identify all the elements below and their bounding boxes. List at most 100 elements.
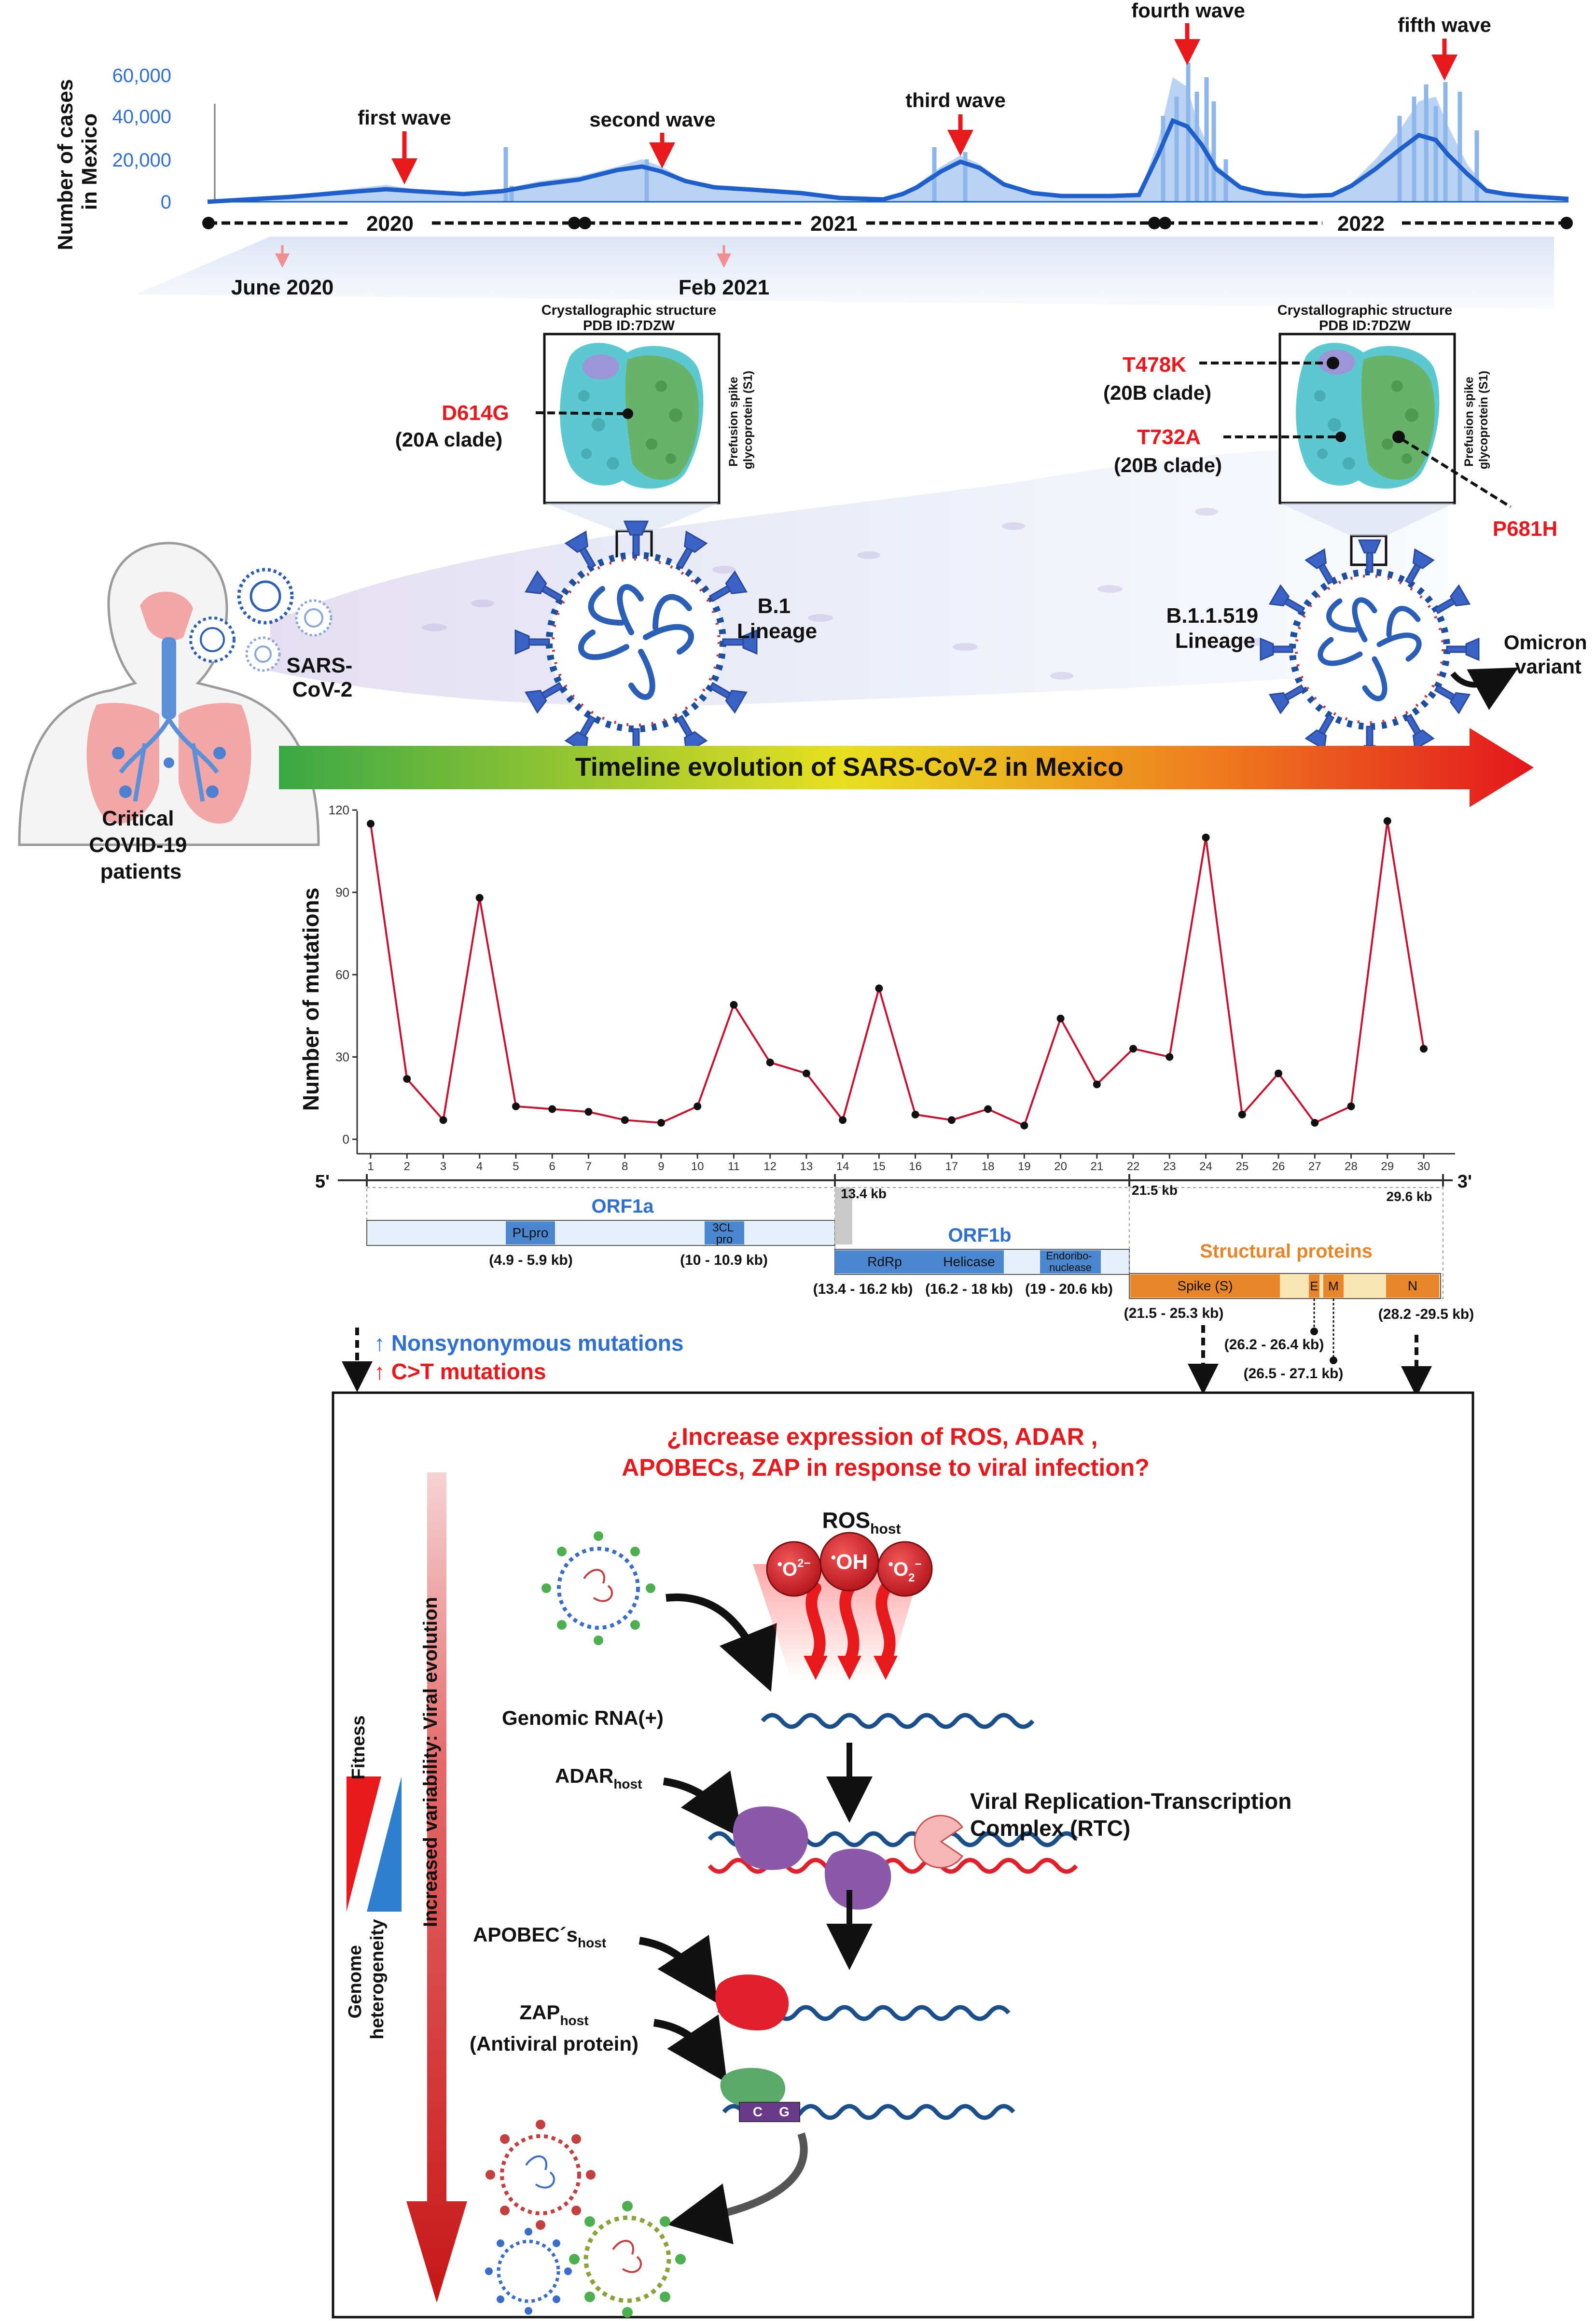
mutation-x-tick-20: 20 xyxy=(1054,1160,1067,1173)
m-range: (26.5 - 27.1 kb) xyxy=(1244,1366,1344,1382)
helicase-label: Helicase xyxy=(943,1254,995,1269)
mutation-point-20 xyxy=(1056,1014,1065,1022)
mutation-point-22 xyxy=(1129,1045,1138,1053)
spike-range: (21.5 - 25.3 kb) xyxy=(1124,1305,1224,1321)
mutation-point-17 xyxy=(947,1116,956,1124)
mutation-point-9 xyxy=(657,1119,665,1127)
mutation-point-5 xyxy=(512,1102,520,1110)
wave-label-fourth: fourth wave xyxy=(1131,0,1245,22)
mutation-point-26 xyxy=(1275,1069,1283,1077)
mutation-x-tick-30: 30 xyxy=(1417,1160,1430,1173)
mutation-point-25 xyxy=(1238,1110,1246,1119)
rtc-enzyme xyxy=(824,1848,891,1910)
mutation-d614g: D614G xyxy=(442,401,509,425)
mutation-x-tick-25: 25 xyxy=(1235,1160,1249,1173)
wave-label-second: second wave xyxy=(589,108,715,131)
adar-arrow xyxy=(663,1770,743,1839)
mutation-point-23 xyxy=(1166,1053,1174,1061)
virus-cloud xyxy=(270,447,1448,706)
endo-range: (19 - 20.6 kb) xyxy=(1025,1281,1113,1297)
mechanism-panel: ¿Increase expression of ROS, ADAR , APOB… xyxy=(332,1391,1474,2319)
clade-20a: (20A clade) xyxy=(395,428,503,451)
mechanism-question: ¿Increase expression of ROS, ADAR , APOB… xyxy=(622,1423,1150,1481)
e-leader-dot xyxy=(1310,1328,1318,1335)
mutation-point-4 xyxy=(475,894,484,902)
mutation-point-28 xyxy=(1347,1102,1355,1110)
entry-arrow xyxy=(666,1593,777,1692)
structure-right-title1: Crystallographic structure xyxy=(1277,303,1453,318)
mutation-x-tick-27: 27 xyxy=(1308,1160,1321,1173)
mutation-x-tick-22: 22 xyxy=(1127,1160,1140,1173)
progeny-arrow xyxy=(667,2132,808,2245)
mutation-x-tick-17: 17 xyxy=(945,1160,958,1173)
mutation-point-14 xyxy=(839,1116,847,1124)
mutation-point-2 xyxy=(403,1075,411,1083)
mutation-x-tick-4: 4 xyxy=(476,1160,483,1173)
mutation-x-tick-23: 23 xyxy=(1163,1160,1176,1173)
zap-arrow xyxy=(653,2014,727,2083)
mutation-point-10 xyxy=(694,1102,702,1110)
structure-right-side-label: Prefusion spike glycoprotein (S1) xyxy=(1462,371,1490,469)
cg-cg-box xyxy=(739,2102,800,2122)
structure-left-title1: Crystallographic structure xyxy=(541,303,717,318)
lineage-b11519: B.1.1.519 Lineage xyxy=(1166,604,1264,653)
n-label: N xyxy=(1408,1278,1417,1293)
orf1a-bar xyxy=(366,1220,835,1246)
year-label-2020: 2020 xyxy=(366,212,414,236)
3clpro-label: 3CL pro xyxy=(712,1221,736,1246)
mutation-x-tick-11: 11 xyxy=(728,1160,740,1173)
sars-cov-2-label: SARS- CoV-2 xyxy=(286,654,358,701)
e-box xyxy=(1309,1274,1319,1298)
e-label: E xyxy=(1310,1279,1318,1293)
mutation-point-30 xyxy=(1420,1045,1428,1053)
mutation-x-tick-8: 8 xyxy=(622,1160,628,1173)
ros-arrowheads xyxy=(804,1656,898,1680)
ros-superoxide2-ball xyxy=(877,1541,933,1597)
year-label-2021: 2021 xyxy=(810,212,858,236)
incoming-virion xyxy=(541,1531,655,1645)
kb-13-4: 13.4 kb xyxy=(841,1186,887,1201)
omicron-arrow xyxy=(1450,667,1519,710)
virion-b11519-spikes xyxy=(1260,539,1480,759)
mutation-x-tick-7: 7 xyxy=(585,1160,592,1173)
year-timeline-dots xyxy=(202,217,1573,229)
zoom-projection xyxy=(135,237,1554,309)
epi-curve-panel: Number of cases in Mexico 60,000 40,000 … xyxy=(54,0,1573,309)
adar-host-label: ADARhost xyxy=(555,1764,642,1791)
rdrp-label: RdRp xyxy=(867,1254,902,1269)
genomic-rna-label: Genomic RNA(+) xyxy=(502,1706,664,1729)
rdrp-box xyxy=(835,1250,934,1273)
epi-y-tick-60000: 60,000 xyxy=(112,65,171,86)
ros-host-label: ROShost xyxy=(822,1508,901,1537)
epi-y-tick-20000: 20,000 xyxy=(112,150,171,171)
genomic-rna-strand xyxy=(761,1713,1035,1729)
rtc-label: Viral Replication-Transcription Complex … xyxy=(970,1789,1298,1841)
mutation-x-tick-19: 19 xyxy=(1018,1160,1031,1173)
m-leader-dot xyxy=(1330,1356,1337,1364)
rtc-pacman-icon xyxy=(914,1815,964,1869)
mutation-y-tick-90: 90 xyxy=(335,885,349,900)
ros-hydroxyl-text: •OH xyxy=(831,1550,868,1574)
kb-21-5: 21.5 kb xyxy=(1132,1183,1178,1198)
mutation-x-tick-10: 10 xyxy=(691,1160,704,1173)
spike-label: Spike (S) xyxy=(1177,1278,1233,1293)
structure-left: Crystallographic structure PDB ID:7DZW P… xyxy=(395,303,755,561)
virion-b1 xyxy=(514,520,758,764)
mutation-series-points xyxy=(367,817,1428,1130)
epi-daily-area xyxy=(208,77,1568,202)
mutation-point-8 xyxy=(621,1116,629,1124)
epi-y-tick-0: 0 xyxy=(161,192,171,213)
epi-y-tick-40000: 40,000 xyxy=(112,106,171,127)
patient-figure: Critical COVID-19 patients xyxy=(18,542,320,883)
mutation-x-tick-28: 28 xyxy=(1345,1160,1358,1173)
plpro-range: (4.9 - 5.9 kb) xyxy=(489,1252,572,1268)
mutation-point-1 xyxy=(367,820,375,828)
p681h-leader xyxy=(1401,438,1512,508)
orf1a-label: ORF1a xyxy=(592,1196,654,1217)
d614g-leader xyxy=(535,411,625,415)
apobec-enzyme xyxy=(715,1974,789,2030)
genome-heterogeneity-label: Genome heterogeneity xyxy=(345,1919,388,2039)
